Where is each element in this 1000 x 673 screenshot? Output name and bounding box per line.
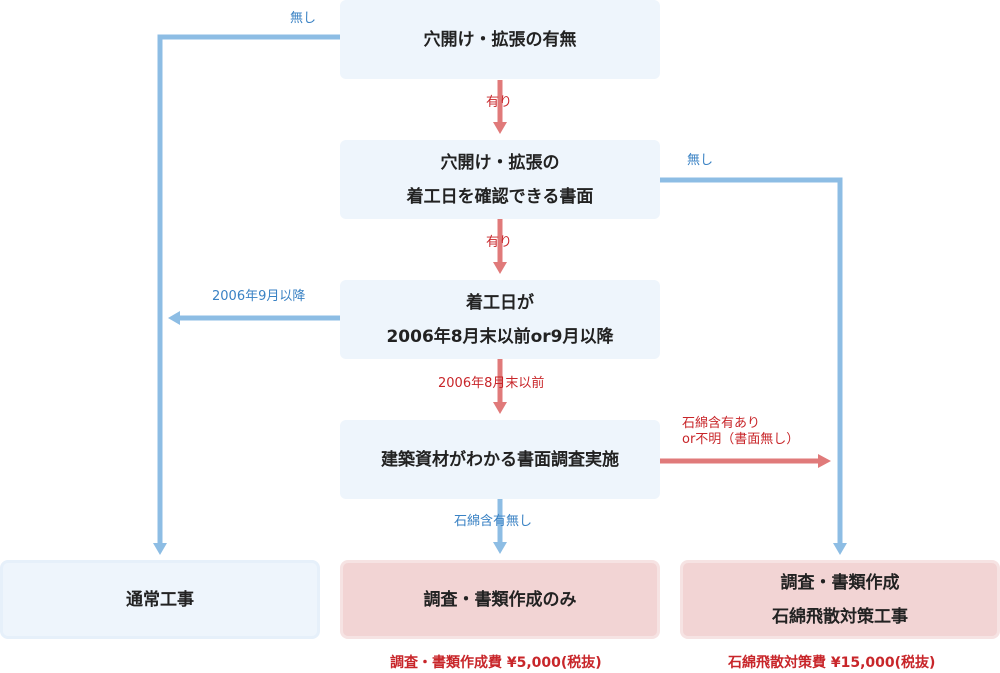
result-normal-text: 通常工事: [126, 589, 194, 610]
node-q2-text-line2: 着工日を確認できる書面: [406, 186, 594, 207]
edge-label-q4-none: 石綿含有無し: [454, 514, 533, 529]
arrowhead-q2-yes: [493, 262, 507, 274]
result-survey-and-countermeasure: 調査・書類作成 石綿飛散対策工事: [680, 560, 1000, 639]
edge-label-q3-before: 2006年8月末以前: [438, 376, 545, 391]
node-q4-material-survey: 建築資材がわかる書面調査実施: [340, 420, 660, 499]
node-q2-start-date-doc: 穴開け・拡張の 着工日を確認できる書面: [340, 140, 660, 219]
arrowhead-q4-has: [818, 454, 831, 468]
edge-label-q4-has-line2: or不明（書面無し）: [682, 432, 800, 447]
node-q3-text-line1: 着工日が: [466, 292, 534, 313]
node-q1-drilling: 穴開け・拡張の有無: [340, 0, 660, 79]
edge-label-q2-no: 無し: [687, 153, 714, 168]
edge-label-q2-yes: 有り: [486, 235, 513, 250]
edge-label-q4-has-line1: 石綿含有あり: [682, 416, 761, 431]
arrowhead-q3-before: [493, 402, 507, 414]
result-survey-only: 調査・書類作成のみ: [340, 560, 660, 639]
result-both-text-line1: 調査・書類作成: [780, 572, 900, 593]
cost-survey: 調査・書類作成費 ¥5,000(税抜): [390, 655, 602, 671]
node-q3-start-date: 着工日が 2006年8月末以前or9月以降: [340, 280, 660, 359]
arrowhead-q2-no: [833, 543, 847, 555]
node-q4-text: 建築資材がわかる書面調査実施: [381, 449, 619, 470]
result-survey-text: 調査・書類作成のみ: [423, 589, 577, 610]
node-q2-text-line1: 穴開け・拡張の: [440, 152, 560, 173]
arrowhead-q1-yes: [493, 122, 507, 134]
edge-q2-no: [660, 177, 843, 545]
arrowhead-q1-no: [153, 543, 167, 555]
result-normal-work: 通常工事: [0, 560, 320, 639]
cost-countermeasure: 石綿飛散対策費 ¥15,000(税抜): [728, 655, 936, 671]
edge-label-q1-yes: 有り: [486, 95, 513, 110]
edge-label-q3-after: 2006年9月以降: [212, 289, 306, 304]
edge-q1-no: [157, 34, 340, 545]
edge-label-q1-no: 無し: [290, 11, 317, 26]
arrowhead-q3-after: [168, 311, 180, 325]
node-q1-text: 穴開け・拡張の有無: [423, 29, 577, 50]
arrowhead-q4-none: [493, 542, 507, 554]
node-q3-text-line2: 2006年8月末以前or9月以降: [386, 326, 614, 347]
result-both-text-line2: 石綿飛散対策工事: [772, 606, 908, 627]
